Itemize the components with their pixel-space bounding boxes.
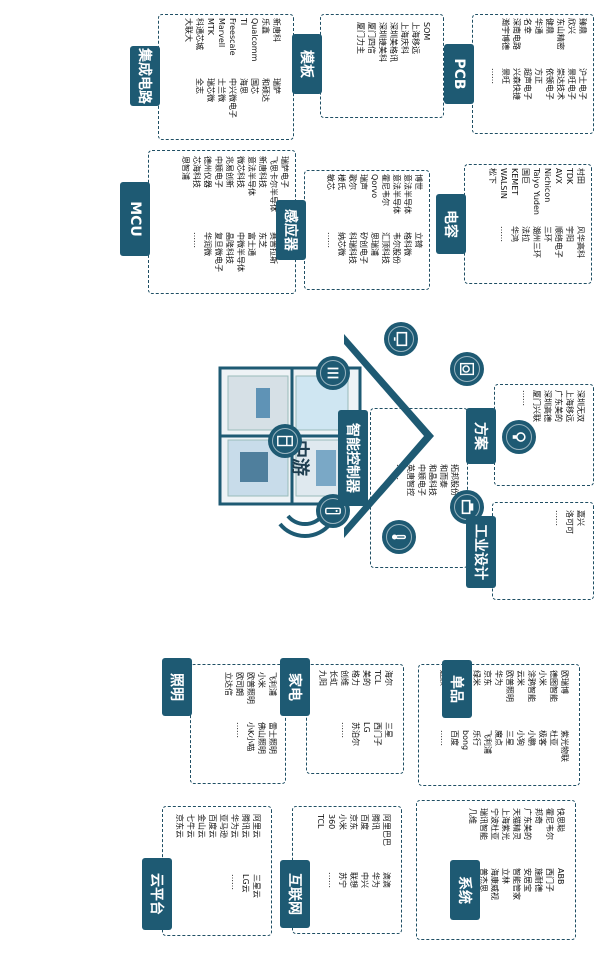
- pcb-title: PCB: [451, 58, 467, 90]
- spacer-b: [317, 150, 318, 151]
- mcu-tag: MCU: [120, 182, 150, 256]
- printer-icon: [450, 490, 484, 524]
- module-title: 模板: [298, 50, 314, 78]
- sensor-title: 感应器: [282, 209, 298, 251]
- capacitor-tag: 电容: [436, 194, 466, 254]
- system-title: 系统: [456, 876, 472, 904]
- industrial-design-col: 嘉兴洛可可……: [554, 510, 585, 534]
- internet-tag: 互联网: [280, 860, 310, 928]
- pcb-col-b: 沪士电子景旺电子崇达技术依顿电子方正超声电子兴森快捷景旺……: [490, 68, 587, 100]
- internet-col-b: 滴滴华为中兴联想苏宁……: [327, 872, 391, 888]
- lighting-col-b: 雷士照明佛山照明小K小喵……: [235, 722, 277, 754]
- sensor-col-b: 立锜格科微韦尔股份汇顶科技思瑞浦矽创电子科瑞科技纳芯微……: [326, 232, 423, 264]
- system-tag: 系统: [450, 860, 480, 920]
- washer-icon: [450, 352, 484, 386]
- industrial-design-tag: 工业设计: [466, 516, 496, 588]
- controller-tag: 智能控制器: [338, 410, 368, 506]
- lighting-title: 照明: [168, 673, 184, 701]
- pcb-tag: PCB: [444, 44, 474, 104]
- appliance-title: 家电: [286, 673, 302, 701]
- product-tag: 单品: [442, 660, 472, 718]
- radiator-icon: [316, 356, 350, 390]
- capacitor-col-b: 风华高科宇阳顺络电子三环潮州三环法拉华鸿……: [499, 226, 585, 258]
- fridge-icon: [268, 424, 302, 458]
- house-illustration: [210, 318, 440, 554]
- lightbulb-icon: [502, 420, 536, 454]
- internet-title: 互联网: [286, 873, 302, 915]
- spacer-d: [301, 168, 302, 169]
- pcb-col-a: 臻鼎欣兴东山精密健鼎华通名幸深南电路瀚宇博德: [501, 18, 587, 50]
- cloud-title: 云平台: [148, 873, 164, 915]
- lighting-tag: 照明: [162, 658, 192, 716]
- system-col-a: 快思聪霍尼韦尔邦奇广东美的天猫精灵上海紫光宁波杜亚瑞讯智能几维: [468, 808, 565, 840]
- solution-col: 深圳无双上海移远广东美的深圳高德厦门兴联……: [521, 390, 585, 422]
- lighting-col-a: 飞利浦小米欧普照明欧司朗立达信: [224, 672, 277, 704]
- remote-icon: [316, 494, 350, 528]
- thermometer-icon: [382, 520, 416, 554]
- cloud-tag: 云平台: [142, 858, 172, 930]
- capacitor-title: 电容: [442, 210, 458, 238]
- industrial-design-title: 工业设计: [472, 524, 488, 580]
- module-tag: 模板: [292, 34, 322, 94]
- spacer: [312, 150, 322, 290]
- tv-icon: [384, 322, 418, 356]
- sensor-tag: 感应器: [276, 200, 306, 260]
- mcu-col-a: 瑞萨电子飞思卡尔半导体新唐科技意法半导体微芯科技兆易创新中颖电子德州仪器芯海科技…: [181, 156, 289, 212]
- spacer-c: [145, 176, 146, 177]
- product-title: 单品: [448, 675, 464, 703]
- system-col-b: ABB西门子施耐德安居宝智能管家立林海康威视普杰思……: [468, 868, 565, 900]
- appliance-tag: 家电: [280, 658, 310, 716]
- ic-tag: 集成电路: [130, 46, 160, 106]
- controller-title: 智能控制器: [344, 423, 360, 493]
- solution-title: 方案: [472, 422, 488, 450]
- ic-col-b: 瑞萨和硕达国芯海思中兴微电子士兰微瑞芯微全志: [195, 78, 281, 118]
- ic-title: 集成电路: [136, 48, 152, 104]
- cloud-col-a: 阿里云腾讯云华为云亚马逊百度云金山云七牛云京东云: [175, 814, 261, 838]
- mcu-title: MCU: [127, 201, 143, 237]
- solution-tag: 方案: [466, 408, 496, 464]
